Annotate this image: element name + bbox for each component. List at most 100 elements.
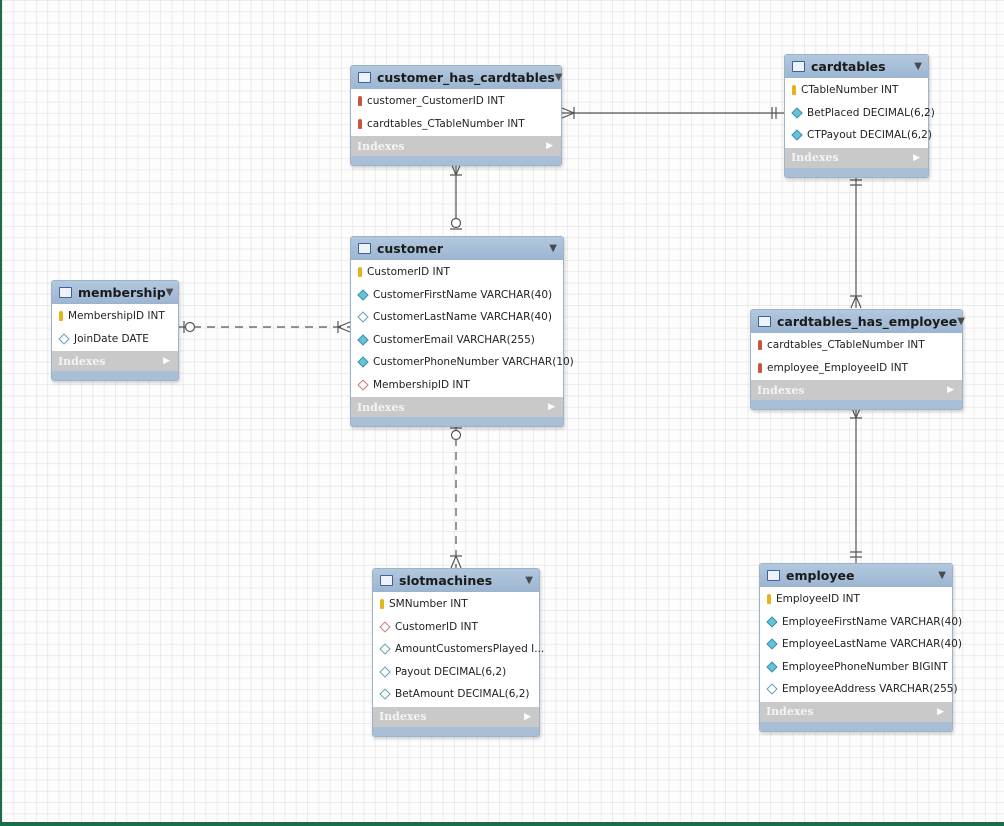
column-row[interactable]: EmployeePhoneNumber BIGINT <box>760 656 952 679</box>
column-row[interactable]: EmployeeLastName VARCHAR(40) <box>760 633 962 656</box>
table-bottom-bar <box>351 417 563 426</box>
expand-arrow-icon[interactable]: ▶ <box>913 152 920 163</box>
expand-arrow-icon[interactable]: ▶ <box>548 402 555 412</box>
table-employee[interactable]: employee ▼ EmployeeID INT EmployeeFirstN… <box>759 563 962 732</box>
indexes-section[interactable]: Indexes ▶ <box>751 380 962 400</box>
column-row[interactable]: BetAmount DECIMAL(6,2) <box>373 683 539 706</box>
table-name: cardtables_has_employee <box>777 313 958 329</box>
table-header[interactable]: membership ▼ <box>52 281 178 304</box>
nullable-column-icon <box>379 643 391 655</box>
collapse-caret-icon[interactable]: ▼ <box>938 569 946 581</box>
indexes-section[interactable]: Indexes ▶ <box>351 136 561 156</box>
table-membership[interactable]: membership ▼ MembershipID INT JoinDate D… <box>51 280 179 381</box>
column-row[interactable]: customer_CustomerID INT <box>351 90 561 113</box>
column-label: CustomerLastName VARCHAR(40) <box>373 311 552 324</box>
column-label: CustomerPhoneNumber VARCHAR(10) <box>373 356 574 369</box>
column-list: MembershipID INT JoinDate DATE <box>52 304 178 351</box>
collapse-caret-icon[interactable]: ▼ <box>554 71 563 83</box>
indexes-section[interactable]: Indexes ▶ <box>373 706 539 727</box>
crows-foot-many-mark <box>336 321 351 333</box>
column-row[interactable]: CustomerID INT <box>351 261 563 284</box>
table-slotmachines[interactable]: slotmachines ▼ SMNumber INT CustomerID I… <box>372 568 544 737</box>
expand-arrow-icon[interactable]: ▶ <box>163 356 170 366</box>
expand-arrow-icon[interactable]: ▶ <box>546 141 553 151</box>
column-label: JoinDate DATE <box>74 332 149 345</box>
column-row[interactable]: Payout DECIMAL(6,2) <box>373 661 539 684</box>
indexes-section[interactable]: Indexes ▶ <box>351 397 563 417</box>
table-icon <box>358 71 371 83</box>
column-row[interactable]: employee_EmployeeID INT <box>751 357 962 380</box>
column-row[interactable]: JoinDate DATE <box>52 328 178 351</box>
column-label: BetPlaced DECIMAL(6,2) <box>807 106 935 119</box>
collapse-caret-icon[interactable]: ▼ <box>549 242 557 254</box>
nullable-column-icon <box>766 683 778 695</box>
column-row[interactable]: SMNumber INT <box>373 593 539 616</box>
table-header[interactable]: customer_has_cardtables ▼ <box>351 66 563 89</box>
crows-foot-many-mark <box>450 554 462 569</box>
indexes-label: Indexes <box>357 400 405 414</box>
column-row[interactable]: EmployeeID INT <box>760 588 952 611</box>
table-header[interactable]: slotmachines ▼ <box>373 569 539 592</box>
column-label: EmployeeAddress VARCHAR(255) <box>782 683 958 696</box>
table-customer-has-cardtables[interactable]: customer_has_cardtables ▼ customer_Custo… <box>350 65 562 166</box>
table-customer[interactable]: customer ▼ CustomerID INT CustomerFirstN… <box>350 236 574 427</box>
nullable-column-icon <box>357 311 369 323</box>
column-label: CTPayout DECIMAL(6,2) <box>807 129 932 142</box>
column-row[interactable]: CustomerPhoneNumber VARCHAR(10) <box>351 351 574 374</box>
not-null-column-icon <box>791 107 803 119</box>
table-name: employee <box>786 567 855 583</box>
column-row[interactable]: CTPayout DECIMAL(6,2) <box>785 124 932 147</box>
column-row[interactable]: cardtables_CTableNumber INT <box>351 113 561 136</box>
column-row[interactable]: CTableNumber INT <box>785 79 928 102</box>
column-row[interactable]: MembershipID INT <box>52 305 178 328</box>
column-row[interactable]: CustomerFirstName VARCHAR(40) <box>351 284 563 307</box>
not-null-column-icon <box>357 356 369 368</box>
expand-arrow-icon[interactable]: ▶ <box>524 711 531 722</box>
column-row[interactable]: EmployeeFirstName VARCHAR(40) <box>760 611 962 634</box>
table-icon <box>792 60 805 72</box>
indexes-section[interactable]: Indexes ▶ <box>760 701 952 722</box>
crows-foot-many-mark <box>850 405 862 420</box>
indexes-section[interactable]: Indexes ▶ <box>785 147 928 168</box>
table-cardtables-has-employee[interactable]: cardtables_has_employee ▼ cardtables_CTa… <box>750 309 965 410</box>
column-row[interactable]: CustomerID INT <box>373 616 539 639</box>
collapse-caret-icon[interactable]: ▼ <box>165 286 174 298</box>
expand-arrow-icon[interactable]: ▶ <box>937 706 944 717</box>
indexes-label: Indexes <box>357 139 405 153</box>
column-row[interactable]: cardtables_CTableNumber INT <box>751 334 962 357</box>
crows-foot-many-mark <box>850 294 862 309</box>
column-row[interactable]: MembershipID INT <box>351 374 563 397</box>
column-row[interactable]: CustomerLastName VARCHAR(40) <box>351 306 563 329</box>
table-icon <box>758 315 771 327</box>
column-row[interactable]: AmountCustomersPlayed I... <box>373 638 544 661</box>
foreign-key-icon <box>758 362 762 373</box>
table-cardtables[interactable]: cardtables ▼ CTableNumber INT BetPlaced … <box>784 54 935 178</box>
not-null-column-icon <box>357 289 369 301</box>
table-header[interactable]: employee ▼ <box>760 564 952 587</box>
primary-key-icon <box>380 599 384 610</box>
column-list: EmployeeID INT EmployeeFirstName VARCHAR… <box>760 587 962 702</box>
indexes-label: Indexes <box>379 710 427 723</box>
column-row[interactable]: BetPlaced DECIMAL(6,2) <box>785 102 935 125</box>
collapse-caret-icon[interactable]: ▼ <box>957 315 965 327</box>
indexes-section[interactable]: Indexes ▶ <box>52 351 178 371</box>
table-header[interactable]: customer ▼ <box>351 237 563 260</box>
column-label: MembershipID INT <box>68 310 165 323</box>
collapse-caret-icon[interactable]: ▼ <box>525 574 533 586</box>
column-list: CustomerID INT CustomerFirstName VARCHAR… <box>351 260 574 397</box>
column-label: BetAmount DECIMAL(6,2) <box>395 688 530 701</box>
table-header[interactable]: cardtables ▼ <box>785 55 928 78</box>
table-icon <box>767 569 780 581</box>
foreign-key-icon <box>358 118 362 129</box>
table-bottom-bar <box>351 156 561 165</box>
table-header[interactable]: cardtables_has_employee ▼ <box>751 310 965 333</box>
table-bottom-bar <box>373 726 539 736</box>
column-row[interactable]: EmployeeAddress VARCHAR(255) <box>760 678 958 701</box>
table-bottom-bar <box>785 167 928 177</box>
indexes-label: Indexes <box>757 383 805 397</box>
collapse-caret-icon[interactable]: ▼ <box>914 60 922 72</box>
primary-key-icon <box>59 311 63 322</box>
column-row[interactable]: CustomerEmail VARCHAR(255) <box>351 329 563 352</box>
expand-arrow-icon[interactable]: ▶ <box>947 385 954 395</box>
